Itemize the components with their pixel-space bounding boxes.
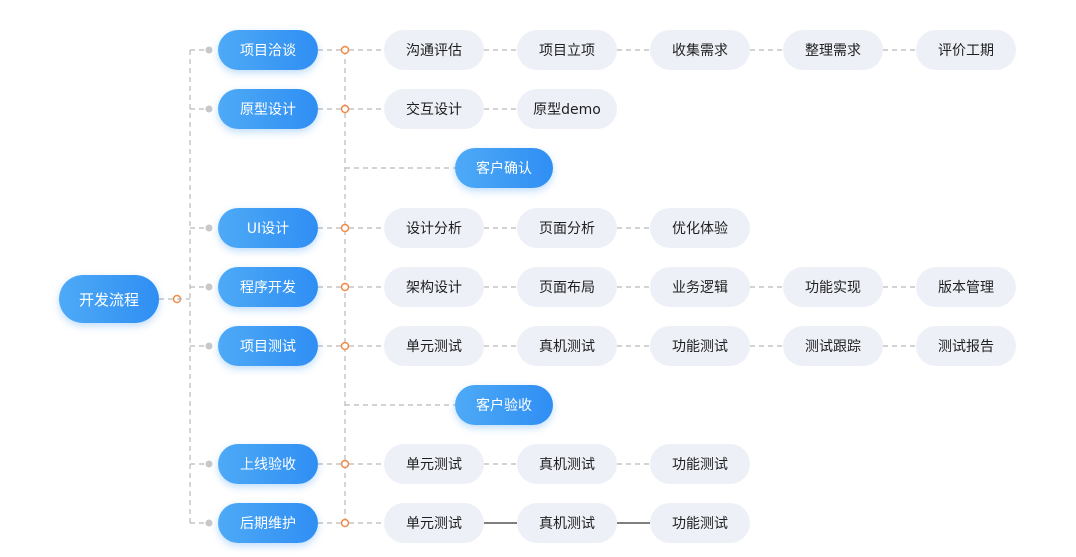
step-node: 原型demo xyxy=(517,89,617,129)
step-node: 整理需求 xyxy=(783,30,883,70)
phase-connector-dot xyxy=(205,460,213,468)
step-node: 业务逻辑 xyxy=(650,267,750,307)
step-label: 交互设计 xyxy=(406,102,462,118)
phase-connector-dot xyxy=(205,46,213,54)
step-node: 真机测试 xyxy=(517,326,617,366)
step-label: 测试跟踪 xyxy=(805,339,861,355)
step-node: 评价工期 xyxy=(916,30,1016,70)
phase-connector-dot xyxy=(205,519,213,527)
step-label: 页面布局 xyxy=(539,280,595,296)
step-label: 真机测试 xyxy=(539,516,595,532)
step-label: 单元测试 xyxy=(406,457,462,473)
step-node: 真机测试 xyxy=(517,503,617,543)
step-node: 单元测试 xyxy=(384,326,484,366)
step-label: 功能测试 xyxy=(672,339,728,355)
step-label: 功能测试 xyxy=(672,516,728,532)
step-node: 设计分析 xyxy=(384,208,484,248)
step-node: 架构设计 xyxy=(384,267,484,307)
step-node: 项目立项 xyxy=(517,30,617,70)
step-label: 原型demo xyxy=(533,102,601,118)
step-label: 真机测试 xyxy=(539,339,595,355)
step-label: 功能实现 xyxy=(805,280,861,296)
step-node: 测试跟踪 xyxy=(783,326,883,366)
phase-label: 原型设计 xyxy=(240,102,296,118)
phase-connector-dot xyxy=(205,283,213,291)
phase-node: 原型设计 xyxy=(218,89,318,129)
step-label: 设计分析 xyxy=(406,221,462,237)
phase-label: 项目测试 xyxy=(240,339,296,355)
step-label: 单元测试 xyxy=(406,339,462,355)
step-node: 优化体验 xyxy=(650,208,750,248)
phase-connector-dot xyxy=(205,342,213,350)
step-label: 页面分析 xyxy=(539,221,595,237)
phase-node: 项目洽谈 xyxy=(218,30,318,70)
row-connector-dot xyxy=(340,341,350,351)
step-label: 真机测试 xyxy=(539,457,595,473)
row-connector-dot xyxy=(340,282,350,292)
step-node: 功能测试 xyxy=(650,326,750,366)
step-label: 单元测试 xyxy=(406,516,462,532)
phase-node: 后期维护 xyxy=(218,503,318,543)
step-label: 优化体验 xyxy=(672,221,728,237)
step-label: 整理需求 xyxy=(805,43,861,59)
step-label: 测试报告 xyxy=(938,339,994,355)
milestone-label: 客户确认 xyxy=(476,161,532,177)
step-node: 单元测试 xyxy=(384,444,484,484)
phase-label: 上线验收 xyxy=(240,457,296,473)
step-label: 项目立项 xyxy=(539,43,595,59)
root-node: 开发流程 xyxy=(59,275,159,323)
step-node: 真机测试 xyxy=(517,444,617,484)
step-node: 功能测试 xyxy=(650,444,750,484)
step-label: 收集需求 xyxy=(672,43,728,59)
step-label: 架构设计 xyxy=(406,280,462,296)
step-node: 收集需求 xyxy=(650,30,750,70)
step-label: 沟通评估 xyxy=(406,43,462,59)
step-node: 交互设计 xyxy=(384,89,484,129)
phase-node: 程序开发 xyxy=(218,267,318,307)
phase-label: UI设计 xyxy=(246,221,290,237)
row-connector-dot xyxy=(340,45,350,55)
step-node: 版本管理 xyxy=(916,267,1016,307)
step-node: 测试报告 xyxy=(916,326,1016,366)
step-label: 评价工期 xyxy=(938,43,994,59)
phase-label: 程序开发 xyxy=(240,280,296,296)
phase-connector-dot xyxy=(205,105,213,113)
phase-label: 项目洽谈 xyxy=(240,43,296,59)
step-node: 功能实现 xyxy=(783,267,883,307)
step-label: 功能测试 xyxy=(672,457,728,473)
phase-node: UI设计 xyxy=(218,208,318,248)
step-label: 业务逻辑 xyxy=(672,280,728,296)
phase-label: 后期维护 xyxy=(240,516,296,532)
step-node: 功能测试 xyxy=(650,503,750,543)
milestone-label: 客户验收 xyxy=(476,398,532,414)
row-connector-dot xyxy=(340,104,350,114)
step-node: 页面分析 xyxy=(517,208,617,248)
step-node: 沟通评估 xyxy=(384,30,484,70)
milestone-node: 客户验收 xyxy=(455,385,553,425)
phase-connector-dot xyxy=(205,224,213,232)
row-connector-dot xyxy=(340,223,350,233)
root-label: 开发流程 xyxy=(78,290,139,309)
step-node: 页面布局 xyxy=(517,267,617,307)
milestone-node: 客户确认 xyxy=(455,148,553,188)
row-connector-dot xyxy=(340,459,350,469)
row-connector-dot xyxy=(340,518,350,528)
step-node: 单元测试 xyxy=(384,503,484,543)
phase-node: 上线验收 xyxy=(218,444,318,484)
step-label: 版本管理 xyxy=(938,280,994,296)
phase-node: 项目测试 xyxy=(218,326,318,366)
